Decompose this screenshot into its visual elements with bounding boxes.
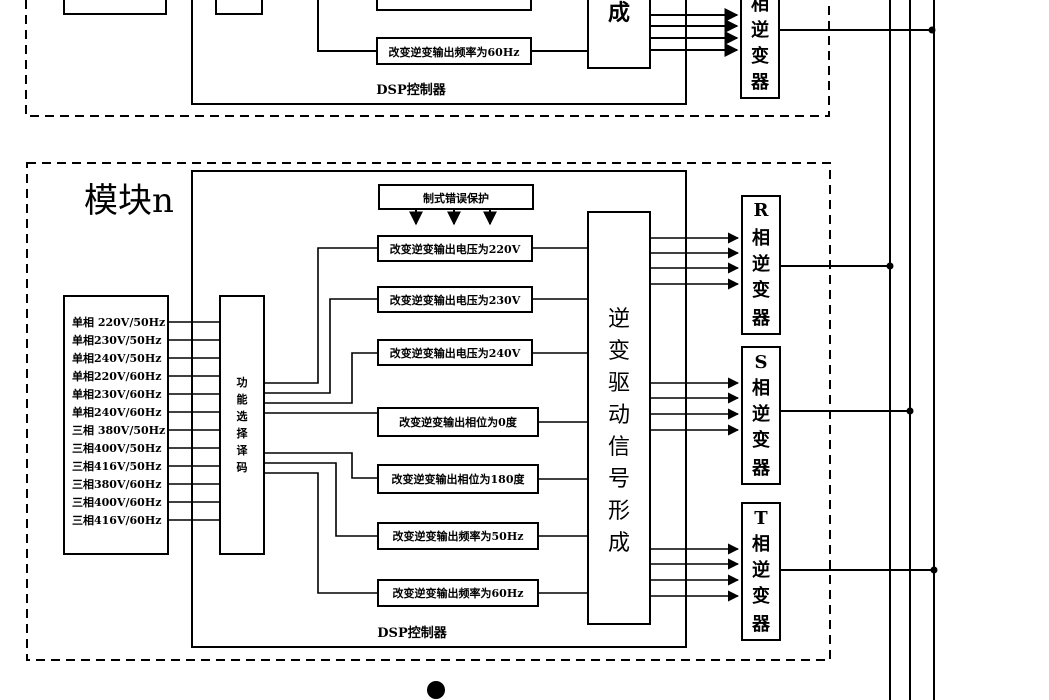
- input-mode-item: 单相240V/60Hz: [72, 405, 161, 419]
- signal-generator-label: 逆 变 驱 动 信 号 形 成: [608, 307, 630, 556]
- decoder-label: 功 能 选 择 译 码: [237, 375, 249, 474]
- svg-text:选: 选: [237, 409, 248, 423]
- input-mode-item: 单相230V/60Hz: [72, 387, 161, 401]
- input-mode-item: 三相416V/50Hz: [72, 459, 161, 473]
- input-mode-item: 三相380V/60Hz: [72, 477, 161, 491]
- junction-dot: [886, 262, 894, 270]
- top-signal-char: 成: [608, 0, 630, 26]
- control-label-f50: 改变逆变输出频率为50Hz: [393, 529, 524, 543]
- dsp-controller-label: DSP控制器: [377, 625, 447, 641]
- dsp-controller-box: [191, 170, 687, 648]
- phase-letter: T: [754, 508, 768, 529]
- phase-letter: S: [755, 352, 768, 373]
- svg-text:逆: 逆: [608, 307, 630, 332]
- control-label-phase180: 改变逆变输出相位为180度: [392, 472, 526, 486]
- function-decoder-box: [219, 295, 265, 555]
- decoder-control-wires: [264, 247, 378, 594]
- svg-text:动: 动: [608, 403, 630, 428]
- input-mode-item: 三相 380V/50Hz: [72, 423, 165, 437]
- error-protection-box: [378, 184, 534, 210]
- control-label-v230: 改变逆变输出电压为230V: [390, 293, 521, 307]
- inverter-label-s: S 相 逆 变 器: [751, 352, 771, 479]
- top-dsp-label: DSP控制器: [376, 82, 446, 98]
- svg-text:功: 功: [237, 375, 248, 389]
- svg-text:相: 相: [751, 0, 769, 15]
- input-decoder-wires: [168, 321, 220, 521]
- svg-text:信: 信: [608, 435, 630, 460]
- inverter-label-r: R 相 逆 变 器: [751, 200, 771, 329]
- svg-text:能: 能: [237, 392, 248, 406]
- svg-text:号: 号: [608, 467, 630, 492]
- top-inverter-box: [740, 0, 780, 99]
- svg-text:变: 变: [752, 585, 770, 607]
- svg-text:择: 择: [237, 426, 249, 440]
- module-n: [26, 162, 934, 661]
- input-mode-item: 单相220V/60Hz: [72, 369, 161, 383]
- top-inverter-chars: 相 逆 变 器: [750, 0, 770, 93]
- s-drive-arrows: [650, 377, 740, 436]
- drive-signal-generator-box: [587, 211, 651, 625]
- svg-text:成: 成: [608, 531, 630, 556]
- phase-letter: R: [754, 200, 770, 221]
- svg-text:变: 变: [752, 279, 770, 301]
- svg-text:器: 器: [751, 458, 771, 479]
- svg-text:驱: 驱: [608, 371, 630, 396]
- junction-dot: [930, 566, 938, 574]
- svg-text:相: 相: [752, 378, 770, 399]
- svg-text:器: 器: [751, 614, 771, 635]
- svg-text:器: 器: [751, 308, 771, 329]
- junction-dot: [928, 26, 936, 34]
- svg-text:相: 相: [752, 534, 770, 555]
- error-protection-label: 制式错误保护: [423, 191, 489, 205]
- svg-text:变: 变: [608, 339, 630, 364]
- top-input-box: [63, 0, 167, 15]
- control-label-phase0: 改变逆变输出相位为0度: [399, 415, 518, 429]
- top-dsp-box: [191, 0, 687, 105]
- svg-text:逆: 逆: [752, 559, 770, 581]
- input-mode-item: 单相 220V/50Hz: [72, 315, 165, 329]
- bus-junctions: [427, 26, 938, 699]
- svg-text:逆: 逆: [752, 253, 770, 275]
- top-module: [25, 0, 932, 117]
- svg-text:器: 器: [750, 72, 770, 93]
- input-mode-item: 单相240V/50Hz: [72, 351, 161, 365]
- svg-text:逆: 逆: [752, 403, 770, 425]
- module-title: 模块n: [84, 181, 174, 221]
- top-control-box-partial: [376, 0, 532, 11]
- svg-text:变: 变: [752, 429, 770, 451]
- inverter-label-t: T 相 逆 变 器: [751, 508, 771, 635]
- top-decoder-link: [317, 0, 377, 52]
- input-mode-item: 单相230V/50Hz: [72, 333, 161, 347]
- control-label-f60: 改变逆变输出频率为60Hz: [393, 586, 524, 600]
- junction-dot: [906, 407, 914, 415]
- input-mode-item: 三相416V/60Hz: [72, 513, 161, 527]
- control-signal-wires: [532, 247, 588, 594]
- svg-text:相: 相: [752, 228, 770, 249]
- top-module-border: [25, 0, 830, 117]
- top-signal-box: [587, 0, 651, 69]
- t-drive-arrows: [650, 543, 740, 602]
- top-freq60-label: 改变逆变输出频率为60Hz: [389, 45, 520, 59]
- inverter-box-s: [741, 346, 781, 485]
- control-box-labels: 改变逆变输出电压为220V 改变逆变输出电压为230V 改变逆变输出电压为240…: [390, 242, 526, 600]
- svg-text:变: 变: [751, 45, 769, 67]
- input-mode-list: 单相 220V/50Hz 单相230V/50Hz 单相240V/50Hz 单相2…: [72, 315, 165, 527]
- r-drive-arrows: [650, 232, 740, 290]
- input-mode-box: [63, 295, 169, 555]
- input-mode-item: 三相400V/50Hz: [72, 441, 161, 455]
- svg-text:译: 译: [237, 444, 249, 457]
- svg-text:逆: 逆: [751, 19, 769, 41]
- control-label-v240: 改变逆变输出电压为240V: [390, 346, 521, 360]
- svg-text:形: 形: [608, 499, 630, 524]
- control-label-v220: 改变逆变输出电压为220V: [390, 242, 521, 256]
- output-bus: [889, 0, 935, 700]
- input-mode-item: 三相400V/60Hz: [72, 495, 161, 509]
- continuation-dot: [427, 681, 445, 699]
- top-decoder-box: [215, 0, 263, 15]
- svg-text:码: 码: [237, 461, 248, 474]
- inverter-box-t: [741, 502, 781, 641]
